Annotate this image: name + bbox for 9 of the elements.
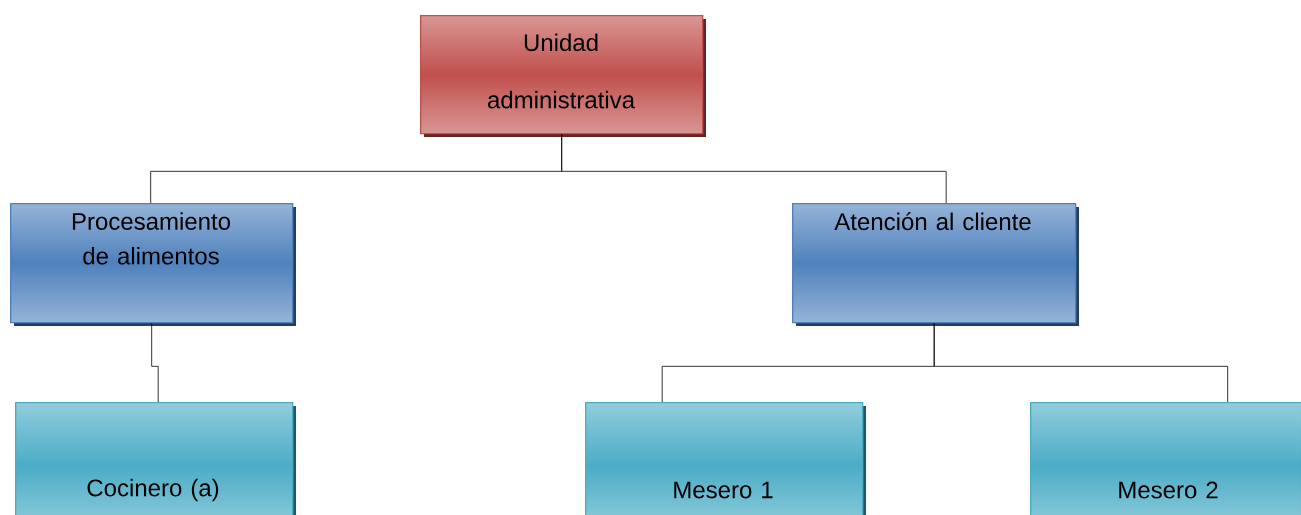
connector-line <box>151 322 159 403</box>
org-box: Unidad administrativa <box>420 15 706 137</box>
connector-line <box>561 133 947 204</box>
org-box: Mesero 1 <box>585 402 866 515</box>
connector-line <box>933 322 1229 403</box>
org-box: Cocinero (a) <box>15 402 296 515</box>
org-box: Procesamiento de alimentos <box>10 203 296 326</box>
org-box: Mesero 2 <box>1030 402 1301 515</box>
org-box: Atención al cliente <box>792 203 1079 326</box>
